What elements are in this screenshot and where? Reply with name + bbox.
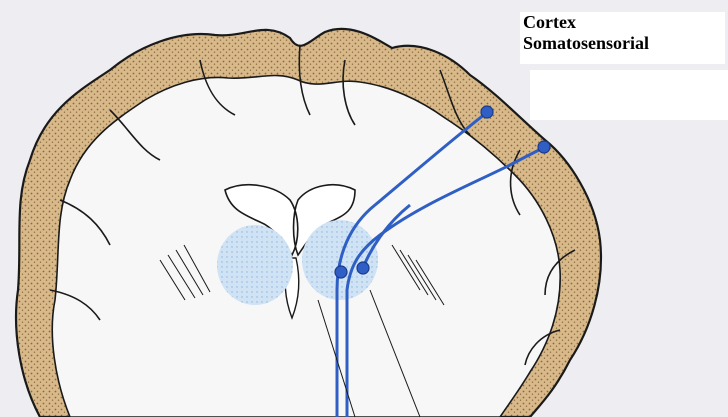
label-backdrop [530,70,728,120]
cortical-neuron-2 [538,141,550,153]
cortex-label-line1: Cortex [520,12,725,33]
thalamic-neuron-2 [357,262,369,274]
cortical-neuron-1 [481,106,493,118]
cortex-label-line2: Somatosensorial [520,33,725,54]
cortex-label: Cortex Somatosensorial [520,12,725,64]
thalamic-neuron-1 [335,266,347,278]
thalamus-left [217,225,293,305]
